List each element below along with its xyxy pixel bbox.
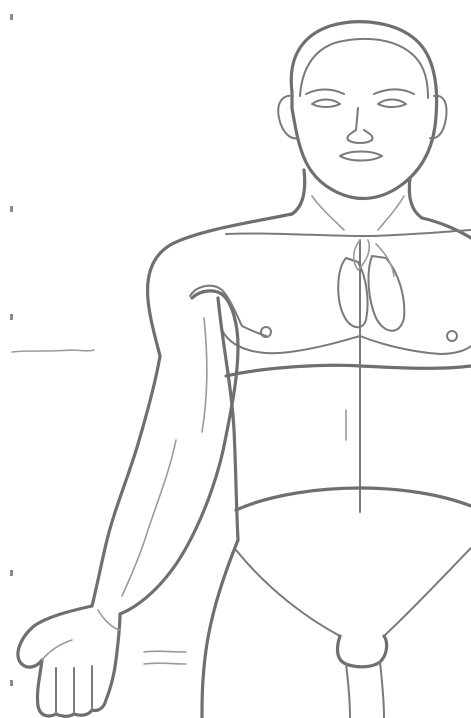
margin-tick-5 <box>10 680 13 686</box>
left-thigh-inner <box>346 664 350 718</box>
left-brow <box>306 90 344 95</box>
neck-left <box>292 170 305 214</box>
palm-outline <box>18 606 120 716</box>
margin-marks <box>10 14 346 686</box>
chest-left <box>222 330 360 353</box>
clavicle-line <box>226 230 471 236</box>
margin-tick-4 <box>10 570 13 576</box>
margin-tick-1 <box>10 14 13 20</box>
arm-inner-edge <box>120 291 238 614</box>
left-arm <box>92 286 266 614</box>
neck-right <box>409 178 422 218</box>
right-nipple <box>447 331 457 341</box>
arm-vessel <box>202 318 207 432</box>
head-outline <box>291 22 436 199</box>
torso <box>148 214 471 540</box>
right-shoulder-outline <box>422 218 471 238</box>
neck <box>292 170 422 230</box>
thumb-crease <box>42 640 72 660</box>
inguinal-right <box>384 548 471 636</box>
ribcage-line <box>226 365 471 376</box>
margin-tick-3 <box>10 314 13 320</box>
heart-right-lobe <box>369 256 405 331</box>
neck-muscle-right <box>378 196 404 230</box>
right-brow <box>374 90 414 95</box>
chest-right <box>360 336 471 354</box>
lower-body <box>202 540 471 718</box>
left-margin-scribble <box>12 350 94 352</box>
neck-muscle-left <box>312 196 344 230</box>
heart-left-lobe <box>338 258 367 327</box>
margin-tick-2 <box>10 206 13 212</box>
left-eye <box>312 100 340 108</box>
waist-line <box>236 488 471 510</box>
hand <box>18 606 120 716</box>
left-hip <box>202 540 238 718</box>
arm-outer-edge <box>92 356 160 606</box>
right-thigh-inner <box>380 662 384 718</box>
inguinal-left <box>236 550 340 636</box>
hand-margin-scribble <box>144 651 186 664</box>
wrist-crease <box>98 610 120 630</box>
aorta <box>354 240 370 270</box>
vessel-branch <box>376 244 394 276</box>
right-eye <box>378 100 406 108</box>
nose <box>347 108 372 143</box>
mouth <box>340 152 382 161</box>
